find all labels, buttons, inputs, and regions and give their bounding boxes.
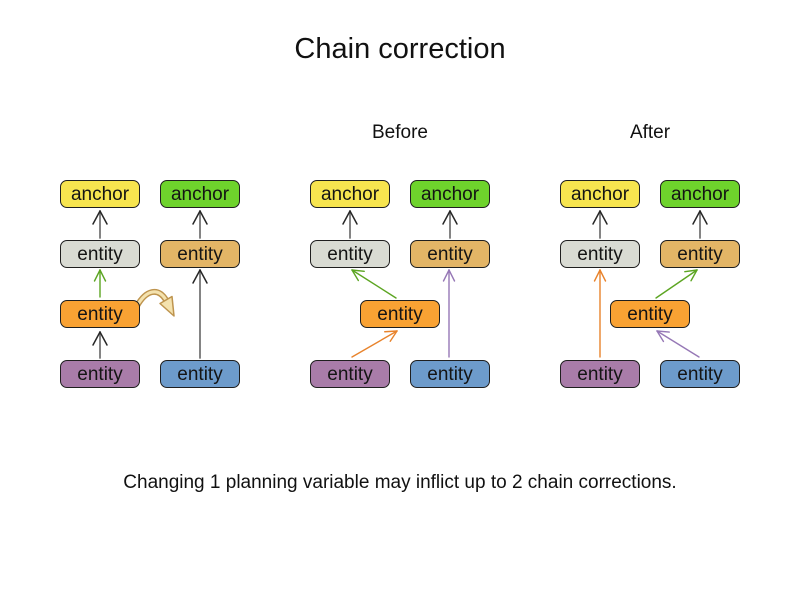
- arrowhead: [593, 269, 601, 282]
- node-after-entity-purple: entity: [560, 360, 640, 388]
- node-initial-anchor-1: anchor: [60, 180, 140, 208]
- node-after-anchor-2: anchor: [660, 180, 740, 208]
- node-before-entity-tan: entity: [410, 240, 490, 268]
- arrowhead: [692, 210, 701, 225]
- arrowhead: [199, 210, 208, 225]
- node-label: entity: [677, 243, 723, 265]
- arrowhead: [656, 330, 670, 333]
- node-label: anchor: [570, 183, 630, 205]
- node-initial-entity-orange: entity: [60, 300, 140, 328]
- arrowhead: [599, 210, 608, 225]
- arrowhead: [349, 210, 358, 225]
- label-before: Before: [372, 122, 428, 143]
- node-label: entity: [577, 363, 623, 385]
- node-after-anchor-1: anchor: [560, 180, 640, 208]
- node-label: anchor: [420, 183, 480, 205]
- arrowhead: [93, 269, 101, 282]
- node-before-entity-orange: entity: [360, 300, 440, 328]
- arrowhead: [442, 269, 450, 282]
- node-label: entity: [577, 243, 623, 265]
- move-arrowhead: [159, 295, 175, 317]
- node-after-entity-blue: entity: [660, 360, 740, 388]
- node-before-anchor-2: anchor: [410, 180, 490, 208]
- arrowhead: [351, 269, 360, 282]
- node-label: entity: [177, 363, 223, 385]
- arrowhead: [389, 330, 398, 342]
- node-before-anchor-1: anchor: [310, 180, 390, 208]
- node-label: entity: [627, 303, 673, 325]
- node-label: anchor: [320, 183, 380, 205]
- node-label: entity: [177, 243, 223, 265]
- arrowhead: [192, 210, 201, 225]
- node-before-entity-blue: entity: [410, 360, 490, 388]
- arrowhead: [690, 269, 698, 282]
- page-title: Chain correction: [294, 33, 506, 65]
- arrowhead: [342, 210, 351, 225]
- node-initial-entity-blue: entity: [160, 360, 240, 388]
- node-initial-entity-purple: entity: [60, 360, 140, 388]
- node-label: anchor: [670, 183, 730, 205]
- arrowhead: [449, 210, 458, 225]
- caption: Changing 1 planning variable may inflict…: [123, 472, 677, 493]
- node-label: anchor: [70, 183, 130, 205]
- node-label: entity: [427, 243, 473, 265]
- node-label: entity: [427, 363, 473, 385]
- arrowhead: [684, 269, 698, 273]
- arrowhead: [442, 210, 451, 225]
- arrowhead: [599, 269, 607, 282]
- node-label: anchor: [170, 183, 230, 205]
- node-label: entity: [77, 243, 123, 265]
- arrowhead: [384, 330, 398, 333]
- arrowhead: [199, 269, 208, 284]
- edge-line-purple: [656, 330, 700, 358]
- node-after-entity-tan: entity: [660, 240, 740, 268]
- arrowhead: [99, 210, 108, 225]
- arrowhead: [448, 269, 456, 282]
- node-after-entity-orange: entity: [610, 300, 690, 328]
- edge-line-green: [655, 269, 698, 299]
- move-arrow: [135, 290, 168, 308]
- arrowhead: [99, 269, 107, 282]
- arrowhead: [99, 331, 108, 346]
- node-label: entity: [327, 243, 373, 265]
- node-label: entity: [327, 363, 373, 385]
- arrowhead: [351, 269, 365, 272]
- edge-line-orange: [351, 330, 398, 358]
- node-initial-entity-gray: entity: [60, 240, 140, 268]
- node-label: entity: [677, 363, 723, 385]
- node-before-entity-gray: entity: [310, 240, 390, 268]
- arrowhead: [192, 269, 201, 284]
- arrowhead: [699, 210, 708, 225]
- arrowhead: [592, 210, 601, 225]
- node-label: entity: [377, 303, 423, 325]
- node-label: entity: [77, 363, 123, 385]
- arrowhead: [92, 331, 101, 346]
- node-before-entity-purple: entity: [310, 360, 390, 388]
- label-after: After: [629, 122, 671, 143]
- node-initial-anchor-2: anchor: [160, 180, 240, 208]
- arrowhead: [92, 210, 101, 225]
- edge-line-green: [351, 269, 397, 299]
- node-label: entity: [77, 303, 123, 325]
- node-after-entity-gray: entity: [560, 240, 640, 268]
- arrowhead: [656, 330, 665, 343]
- node-initial-entity-tan: entity: [160, 240, 240, 268]
